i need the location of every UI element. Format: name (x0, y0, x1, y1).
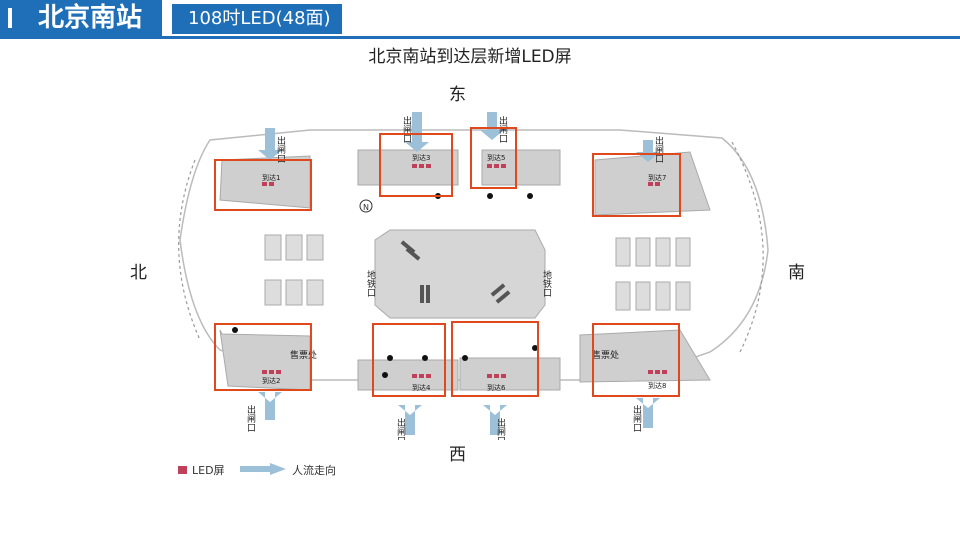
legend-led-swatch (178, 466, 187, 474)
highlight-arrival-6 (451, 321, 539, 397)
concourse-outer-ring-south (731, 141, 764, 353)
compass-icon (359, 199, 373, 213)
highlight-arrival-7 (592, 153, 681, 217)
floor-zone-east-1 (357, 149, 459, 186)
legend-flow-label: 人流走向 (292, 464, 336, 477)
ticket-office-se: 售票处 (592, 349, 619, 361)
highlight-arrival-2 (214, 323, 312, 391)
compass-label: N (363, 203, 369, 212)
direction-east: 东 (449, 85, 466, 105)
highlight-arrival-8 (592, 323, 680, 397)
legend-led-label: LED屏 (192, 464, 225, 477)
station-floor-map: N 地铁口 地铁口 售票处 售票处 出闸口 出闸口 出闸口 出闸口 出闸口 出闸… (178, 112, 769, 440)
highlight-arrival-5 (470, 127, 517, 189)
direction-north: 北 (130, 263, 147, 283)
svg-text:出闸口: 出闸口 (631, 404, 642, 432)
arrival-labels: 到达1 到达2 到达3 到达4 到达5 到达6 到达7 到达8 (262, 153, 666, 392)
led-markers (262, 164, 667, 378)
svg-text:出闸口: 出闸口 (495, 417, 506, 440)
concourse-outline (179, 129, 769, 381)
columns (232, 193, 538, 378)
svg-text:到达1: 到达1 (262, 173, 280, 182)
svg-text:到达2: 到达2 (262, 376, 280, 385)
svg-text:到达7: 到达7 (648, 173, 666, 182)
header-rule (0, 36, 960, 39)
svg-text:出闸口: 出闸口 (245, 404, 256, 432)
highlight-boxes (214, 127, 681, 397)
header: 北京南站 108吋LED(48面) (0, 0, 960, 40)
legend-flow-arrow-icon (240, 463, 286, 475)
screen-spec: 108吋LED(48面) (188, 8, 331, 29)
map-title: 北京南站到达层新增LED屏 (368, 47, 572, 67)
direction-west: 西 (449, 445, 466, 465)
highlight-arrival-3 (379, 133, 453, 197)
svg-text:出闸口: 出闸口 (401, 115, 412, 143)
svg-text:到达8: 到达8 (648, 381, 666, 390)
svg-text:出闸口: 出闸口 (395, 417, 406, 440)
subway-label-north: 地铁口 (365, 269, 376, 297)
concourse-outer-ring-north (178, 159, 201, 341)
title-accent-mark (8, 8, 30, 28)
floor-zone-west-2 (459, 357, 561, 391)
subway-hall (374, 229, 546, 319)
direction-south: 南 (788, 263, 805, 283)
highlight-arrival-4 (372, 323, 446, 397)
spec-badge: 108吋LED(48面) (172, 4, 342, 34)
svg-text:到达4: 到达4 (412, 383, 431, 392)
svg-text:出闸口: 出闸口 (653, 135, 664, 163)
highlight-arrival-1 (214, 159, 312, 211)
gate-blocks-north (264, 234, 324, 306)
gate-blocks-south (615, 237, 691, 311)
ticket-office-nw: 售票处 (290, 349, 317, 361)
subway-label-south: 地铁口 (541, 269, 552, 297)
svg-text:到达5: 到达5 (487, 153, 505, 162)
svg-text:到达6: 到达6 (487, 383, 506, 392)
svg-text:出闸口: 出闸口 (275, 135, 286, 163)
svg-text:到达3: 到达3 (412, 153, 430, 162)
title-badge: 北京南站 (0, 0, 162, 36)
station-title: 北京南站 (38, 3, 143, 33)
floor-zone-west-1 (357, 359, 459, 391)
exit-arrows (258, 112, 660, 435)
floor-zone-sse (579, 329, 711, 383)
escalators (400, 240, 511, 304)
